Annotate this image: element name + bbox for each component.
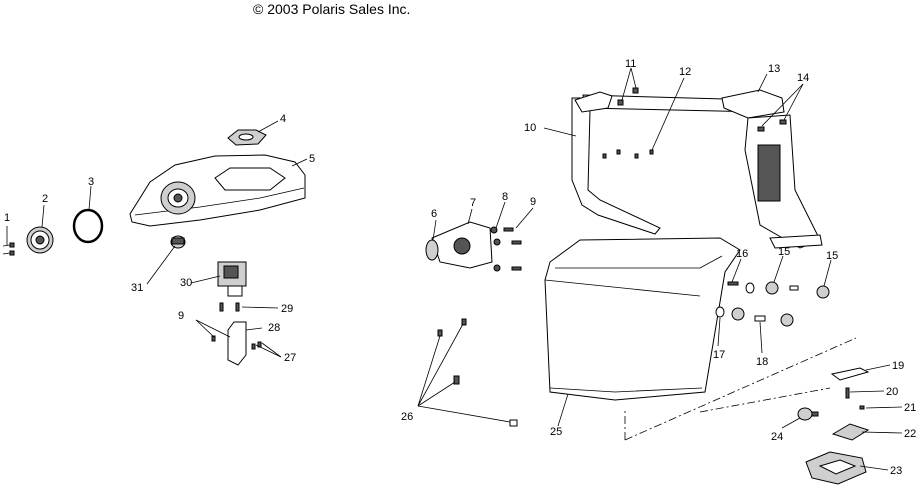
callout-7: 7 (470, 197, 476, 209)
part-screws-9 (503, 227, 522, 271)
part-hardware-15-18 (715, 281, 830, 327)
callout-4: 4 (280, 113, 286, 125)
part-bolts-14 (757, 119, 787, 132)
part-storage-box-25 (544, 237, 741, 401)
part-nuts-12 (602, 149, 654, 159)
part-screws-1 (2, 242, 15, 256)
copyright-text: © 2003 Polaris Sales Inc. (253, 1, 410, 17)
callout-15-b: 15 (826, 250, 838, 262)
callout-24: 24 (771, 431, 783, 443)
part-cap-cover-4 (227, 129, 267, 146)
callout-16: 16 (736, 248, 748, 260)
part-rack-support-13 (721, 89, 823, 249)
part-bolts-11 (617, 87, 639, 106)
part-bracket-28 (211, 321, 262, 366)
part-fuel-valve-31 (170, 235, 186, 249)
callout-29: 29 (281, 303, 293, 315)
callout-13: 13 (768, 63, 780, 75)
callout-18: 18 (756, 356, 768, 368)
callout-25: 25 (550, 426, 562, 438)
callout-15-a: 15 (778, 246, 790, 258)
callout-12: 12 (679, 66, 691, 78)
part-fuel-tank-5 (129, 154, 306, 227)
part-knob-24 (797, 407, 819, 421)
part-rack-frame-10 (571, 91, 763, 235)
callout-30: 30 (180, 277, 192, 289)
callout-6: 6 (431, 208, 437, 220)
part-hinge-pins-26 (437, 318, 518, 427)
part-gas-cap-2 (26, 226, 54, 254)
callout-14: 14 (797, 72, 809, 84)
part-spring-20 (845, 387, 850, 399)
part-gasket-3 (72, 208, 104, 244)
callout-27: 27 (284, 352, 296, 364)
part-hinge-plate-7 (431, 221, 493, 269)
callout-9-left: 9 (178, 310, 184, 322)
callout-11: 11 (625, 58, 636, 70)
part-handle-23 (805, 451, 867, 485)
callout-20: 20 (886, 386, 898, 398)
part-washers-8 (490, 226, 501, 272)
part-latch-plate-22 (831, 423, 870, 441)
part-latch-19 (830, 367, 870, 381)
callout-3: 3 (88, 176, 94, 188)
callout-23: 23 (890, 465, 902, 477)
callout-26: 26 (401, 411, 413, 423)
callout-2: 2 (42, 193, 48, 205)
part-pin-21 (859, 405, 865, 410)
callout-31: 31 (131, 282, 143, 294)
callout-9-right: 9 (530, 196, 536, 208)
callout-8: 8 (502, 191, 508, 203)
part-screws-29 (219, 302, 240, 312)
part-knob-6 (425, 239, 439, 261)
callout-22: 22 (904, 428, 916, 440)
part-fuel-pump-30 (217, 261, 247, 297)
callout-28: 28 (268, 322, 280, 334)
callout-21: 21 (904, 402, 916, 414)
callout-10: 10 (524, 122, 536, 134)
callout-19: 19 (892, 360, 904, 372)
callout-5: 5 (309, 153, 315, 165)
callout-1: 1 (4, 212, 10, 224)
callout-17: 17 (713, 349, 725, 361)
